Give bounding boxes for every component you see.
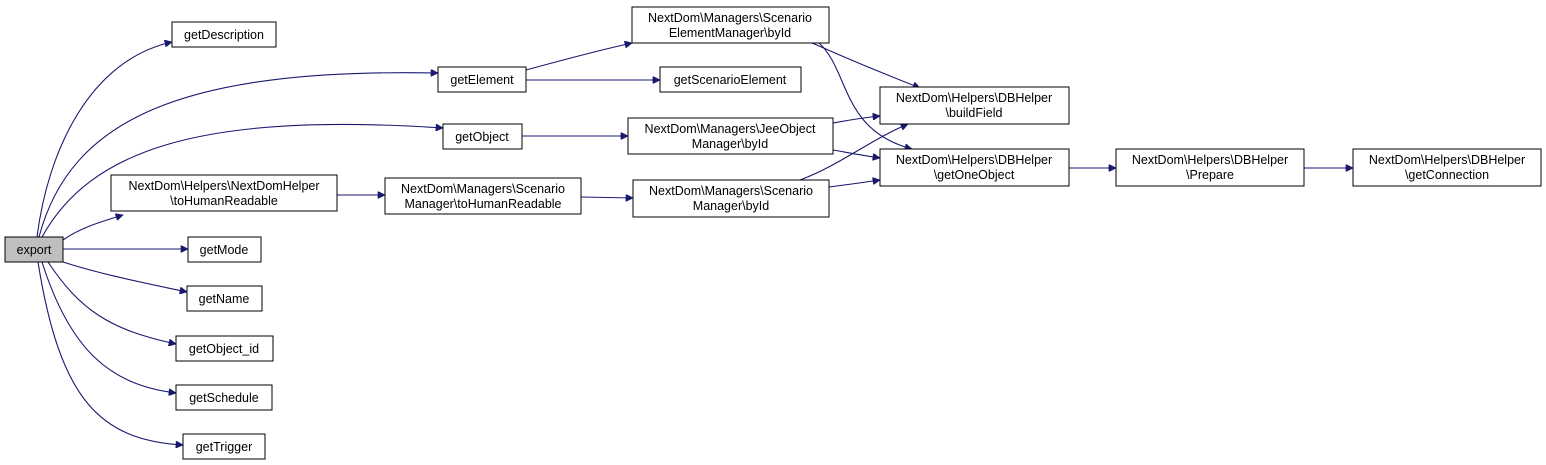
edge-export-getSchedule <box>41 261 176 393</box>
node-getDescription-label: getDescription <box>184 28 264 42</box>
edge-export-getDescription <box>36 42 172 238</box>
edge-export-getTrigger <box>37 261 183 445</box>
node-scenarioToHumanReadable-label-1: NextDom\Managers\Scenario <box>401 182 565 196</box>
node-getElement-label: getElement <box>450 73 514 87</box>
node-getObject[interactable]: getObject <box>442 123 523 150</box>
node-prepare-label-1: NextDom\Helpers\DBHelper <box>1132 153 1288 167</box>
node-getConnection-label-1: NextDom\Helpers\DBHelper <box>1369 153 1525 167</box>
edge-jeeObjectById-getOneObject <box>832 149 880 158</box>
node-buildField[interactable]: NextDom\Helpers\DBHelper \buildField <box>879 86 1070 125</box>
node-buildField-label-2: \buildField <box>946 106 1003 120</box>
node-toHumanReadableHelper[interactable]: NextDom\Helpers\NextDomHelper \toHumanRe… <box>110 174 338 212</box>
edge-export-getElement <box>38 73 438 238</box>
node-getOneObject-label-2: \getOneObject <box>934 168 1015 182</box>
node-toHumanReadableHelper-label-2: \toHumanReadable <box>170 194 278 208</box>
node-scenarioToHumanReadable[interactable]: NextDom\Managers\Scenario Manager\toHuma… <box>384 177 582 215</box>
node-getObject_id[interactable]: getObject_id <box>175 335 274 362</box>
node-getName[interactable]: getName <box>186 285 263 312</box>
node-getOneObject[interactable]: NextDom\Helpers\DBHelper \getOneObject <box>879 148 1070 187</box>
node-getConnection[interactable]: NextDom\Helpers\DBHelper \getConnection <box>1352 148 1542 187</box>
node-getElement[interactable]: getElement <box>437 66 527 93</box>
edge-export-toHumanReadableHelper <box>62 215 123 241</box>
node-getDescription[interactable]: getDescription <box>171 21 277 48</box>
edge-jeeObjectById-buildField <box>832 116 880 124</box>
edge-scenarioById-buildField <box>799 124 908 181</box>
node-buildField-label-1: NextDom\Helpers\DBHelper <box>896 91 1052 105</box>
node-getSchedule-label: getSchedule <box>189 391 259 405</box>
node-scenarioElementById[interactable]: NextDom\Managers\Scenario ElementManager… <box>631 6 830 44</box>
node-getScenarioElement[interactable]: getScenarioElement <box>659 66 802 93</box>
node-prepare-label-2: \Prepare <box>1186 168 1234 182</box>
edge-scenarioById-getOneObject <box>828 180 880 188</box>
node-scenarioElementById-label-1: NextDom\Managers\Scenario <box>648 11 812 25</box>
node-getMode-label: getMode <box>200 243 249 257</box>
edge-export-getObject <box>41 123 443 238</box>
node-getSchedule[interactable]: getSchedule <box>175 384 273 411</box>
node-jeeObjectById[interactable]: NextDom\Managers\JeeObject Manager\byId <box>627 117 834 155</box>
edges <box>36 41 1353 445</box>
node-scenarioToHumanReadable-label-2: Manager\toHumanReadable <box>404 197 561 211</box>
node-scenarioById-label-1: NextDom\Managers\Scenario <box>649 184 813 198</box>
node-getMode[interactable]: getMode <box>187 236 262 263</box>
node-export-label: export <box>17 243 52 257</box>
node-scenarioById-label-2: Manager\byId <box>693 199 769 213</box>
node-getObject_id-label: getObject_id <box>189 342 259 356</box>
node-prepare[interactable]: NextDom\Helpers\DBHelper \Prepare <box>1115 148 1305 187</box>
node-getName-label: getName <box>199 292 250 306</box>
edge-scenarioElementById-buildField <box>809 41 920 88</box>
node-scenarioElementById-label-2: ElementManager\byId <box>669 26 791 40</box>
edge-export-getName <box>62 261 187 292</box>
node-jeeObjectById-label-2: Manager\byId <box>692 137 768 151</box>
node-getObject-label: getObject <box>455 130 509 144</box>
node-getTrigger-label: getTrigger <box>196 440 253 454</box>
node-getConnection-label-2: \getConnection <box>1405 168 1489 182</box>
nodes: export getDescription getElement getObje… <box>4 6 1542 460</box>
node-scenarioById[interactable]: NextDom\Managers\Scenario Manager\byId <box>632 179 830 218</box>
node-getScenarioElement-label: getScenarioElement <box>674 73 787 87</box>
edge-getElement-scenarioElementById <box>525 43 632 71</box>
edge-scenarioElementById-getOneObject <box>817 41 912 149</box>
node-toHumanReadableHelper-label-1: NextDom\Helpers\NextDomHelper <box>128 179 319 193</box>
node-export[interactable]: export <box>4 236 64 263</box>
node-getOneObject-label-1: NextDom\Helpers\DBHelper <box>896 153 1052 167</box>
edge-scenarioToHumanReadable-scenarioById <box>580 197 633 198</box>
node-getTrigger[interactable]: getTrigger <box>182 433 266 460</box>
edge-export-getObject_id <box>47 261 176 344</box>
node-jeeObjectById-label-1: NextDom\Managers\JeeObject <box>645 122 816 136</box>
